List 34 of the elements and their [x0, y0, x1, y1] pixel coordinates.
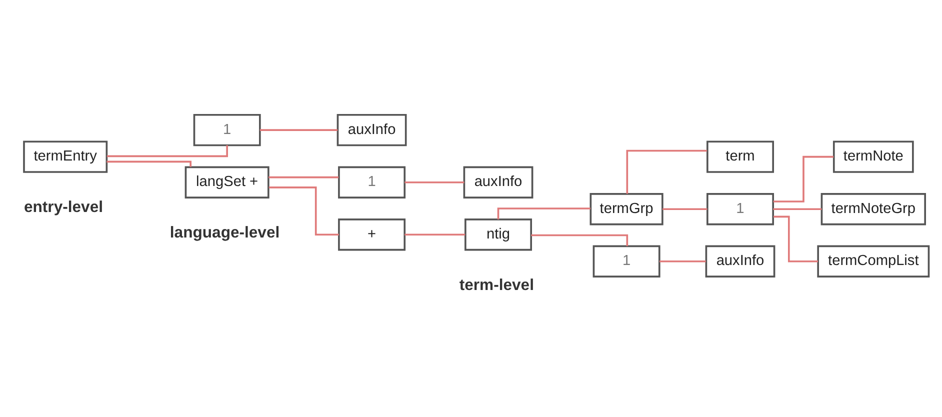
node-box: + — [338, 218, 406, 251]
node-box: auxInfo — [704, 245, 775, 278]
node-box: auxInfo — [462, 166, 533, 198]
node-box: termNote — [832, 140, 914, 173]
connector — [662, 208, 707, 210]
node-box: 1 — [706, 193, 774, 226]
connector — [259, 129, 338, 131]
connector — [106, 145, 228, 158]
node-box: 1 — [592, 245, 660, 278]
connector — [772, 208, 822, 210]
label: entry-level — [23, 199, 103, 216]
node-box: 1 — [338, 166, 406, 198]
connector — [530, 234, 628, 246]
connector — [404, 234, 465, 236]
connector — [106, 160, 191, 167]
node-box: 1 — [192, 114, 260, 146]
connector — [496, 208, 590, 220]
connector — [772, 156, 834, 202]
connector — [658, 260, 706, 262]
connector — [773, 216, 818, 262]
connector — [404, 181, 464, 184]
label: language-level — [169, 224, 280, 242]
node-box: auxInfo — [336, 114, 406, 146]
node-box: termCompList — [816, 245, 930, 278]
node-box: term — [706, 140, 774, 173]
connector — [268, 176, 338, 178]
connector — [626, 150, 706, 194]
node-box: ntig — [464, 218, 532, 251]
node-box: langSet + — [184, 166, 269, 198]
node-box: termNoteGrp — [820, 193, 926, 226]
node-box: termEntry — [22, 140, 108, 173]
node-box: termGrp — [589, 193, 663, 226]
connector — [268, 186, 338, 236]
label: term-level — [458, 276, 534, 294]
